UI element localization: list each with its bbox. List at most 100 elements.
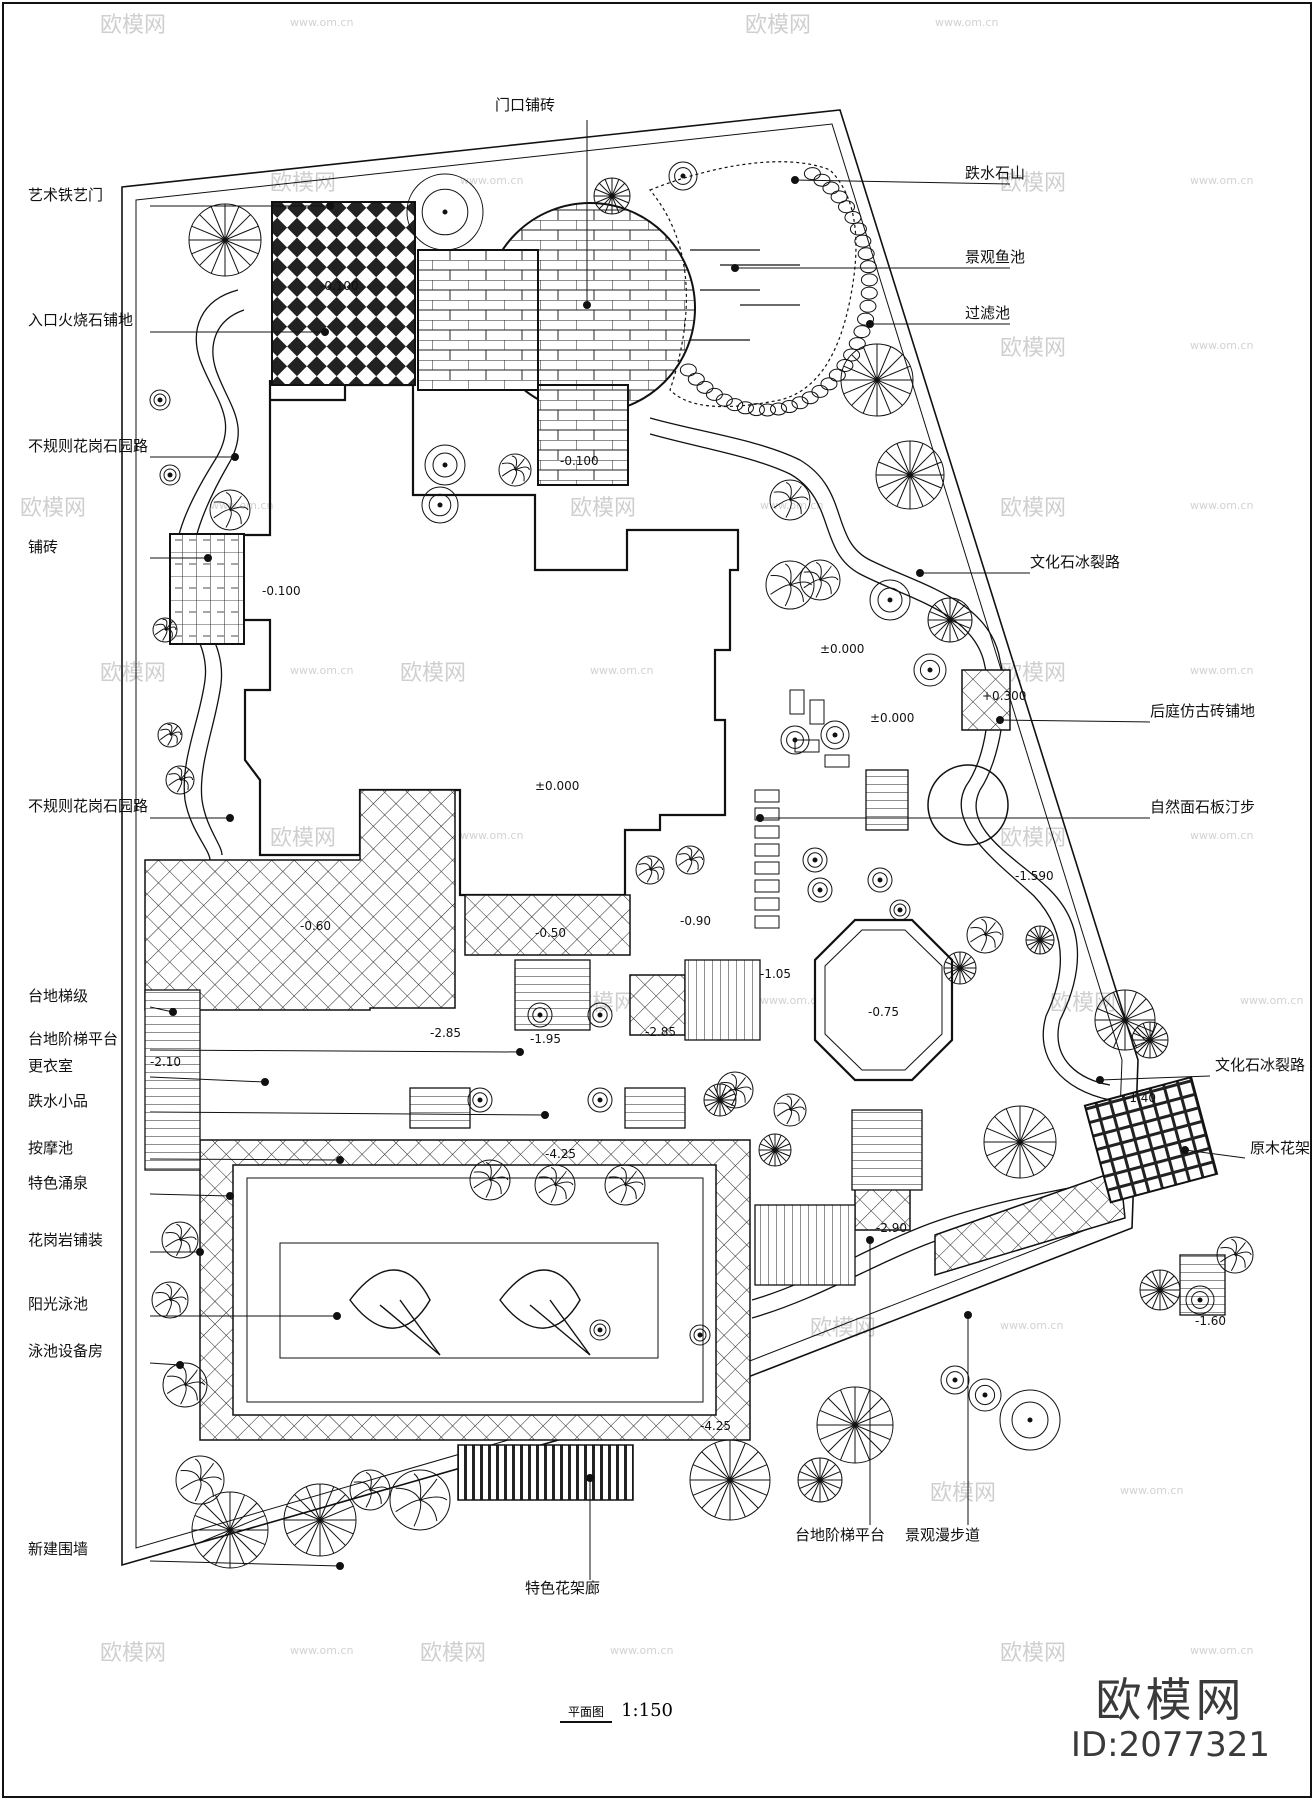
entrance-brick-courtyard (417, 202, 696, 486)
tree-symbol (820, 720, 850, 750)
tree-symbol (943, 951, 977, 985)
tree-symbol (840, 343, 914, 417)
watermark-url-tile: www.om.cn (610, 1644, 673, 1657)
tree-symbol (769, 479, 811, 521)
tree-symbol (165, 765, 195, 795)
label-granite-paving: 花岗岩铺装 (28, 1231, 103, 1249)
watermark-url-tile: www.om.cn (290, 1644, 353, 1657)
watermark-url-tile: www.om.cn (460, 174, 523, 187)
level-mark: ±0.000 (535, 779, 579, 793)
rock-symbol (836, 359, 854, 373)
left-labels: 艺术铁艺门 入口火烧石铺地 不规则花岗石园路 铺砖 不规则花岗石园路 台地梯级 … (28, 186, 148, 1558)
tree-symbol (498, 453, 532, 487)
rock-symbol (848, 337, 866, 351)
rock-symbol (859, 299, 877, 313)
watermark-url-tile: www.om.cn (1240, 994, 1303, 1007)
rock-symbol (780, 400, 798, 414)
label-entrance-brick: 门口铺砖 (495, 96, 555, 114)
watermark-brand-tile: 欧模网 (930, 1481, 996, 1506)
watermark-brand-tile: 欧模网 (1000, 661, 1066, 686)
tree-symbol (209, 489, 251, 531)
level-mark: ±0.000 (870, 711, 914, 725)
tree-symbol (689, 1439, 771, 1521)
rock-symbol (837, 200, 855, 214)
watermark-brand-tile: 欧模网 (1000, 826, 1066, 851)
octagon-pavilion (813, 918, 954, 1082)
tree-symbol (807, 877, 833, 903)
watermark-url-tile: www.om.cn (290, 664, 353, 677)
tree-symbol (162, 1362, 208, 1408)
level-mark: -0.75 (868, 1005, 899, 1019)
tree-symbol (149, 389, 171, 411)
label-rear-court-tiles: 后庭仿古砖铺地 (1150, 702, 1255, 720)
watermark-url-tile: www.om.cn (1190, 1644, 1253, 1657)
feature-pergola (457, 1444, 634, 1501)
tree-symbol (604, 1164, 646, 1206)
watermark-url-tile: www.om.cn (935, 16, 998, 29)
label-sun-pool: 阳光泳池 (28, 1295, 88, 1313)
tree-symbol (869, 579, 911, 621)
tree-symbol (593, 177, 631, 215)
level-mark: -0.100 (262, 584, 301, 598)
tree-symbol (675, 845, 705, 875)
drawing-title-block: 平面图 1:150 (560, 1700, 673, 1723)
label-filter-pool: 过滤池 (965, 304, 1010, 322)
level-mark: -2.85 (645, 1025, 676, 1039)
watermark-brand-tile: 欧模网 (400, 661, 466, 686)
fish-motifs (349, 1269, 591, 1356)
watermark-brand-tile: 欧模网 (1000, 171, 1066, 196)
planting (149, 161, 1254, 1569)
right-labels: 跌水石山 景观鱼池 过滤池 文化石冰裂路 后庭仿古砖铺地 自然面石板汀步 文化石… (965, 164, 1310, 1157)
tree-symbol (587, 1002, 613, 1028)
rear-circular-terrace (927, 764, 1009, 846)
label-fish-pond: 景观鱼池 (965, 248, 1025, 266)
watermark-url-tile: www.om.cn (460, 829, 523, 842)
tree-symbol (999, 1389, 1061, 1451)
label-granite-path-2: 不规则花岗石园路 (28, 797, 148, 815)
label-feature-pergola: 特色花架廊 (525, 1579, 600, 1597)
level-mark: -4.25 (700, 1419, 731, 1433)
tree-symbol (191, 1491, 269, 1569)
rock-symbol (857, 312, 875, 326)
tree-symbol (968, 1378, 1002, 1412)
label-culture-stone-path-2: 文化石冰裂路 (1215, 1056, 1305, 1074)
watermark-brand-tile: 欧模网 (270, 171, 336, 196)
watermark-brand-tile: 欧模网 (100, 661, 166, 686)
rock-symbol (705, 387, 723, 401)
leader-lines (149, 120, 1246, 1580)
tree-symbol (716, 1071, 754, 1109)
tree-symbol (1131, 1021, 1169, 1059)
house-outline (238, 380, 740, 897)
label-water-feature: 跌水小品 (28, 1092, 88, 1110)
label-terrace-steps: 台地梯级 (28, 987, 88, 1005)
tree-symbol (635, 855, 665, 885)
tree-symbol (406, 173, 484, 251)
tree-symbol (802, 847, 828, 873)
rock-symbol (860, 286, 878, 300)
tree-symbol (157, 722, 183, 748)
tree-symbol (758, 1133, 792, 1167)
watermark-brand-tile: 欧模网 (810, 1316, 876, 1341)
label-granite-path-1: 不规则花岗石园路 (28, 437, 148, 455)
label-terrace-platform: 台地阶梯平台 (28, 1030, 118, 1048)
watermark-url-tile: www.om.cn (1190, 174, 1253, 187)
top-labels: 门口铺砖 (495, 96, 555, 114)
watermark-url-tile: www.om.cn (1000, 1319, 1063, 1332)
tree-symbol (151, 1281, 189, 1319)
watermark-brand-tile: 欧模网 (1000, 336, 1066, 361)
tree-symbol (668, 161, 698, 191)
watermark-url-tile: www.om.cn (290, 16, 353, 29)
level-mark: -2.90 (876, 1221, 907, 1235)
entrance-stone-paving (271, 201, 416, 386)
label-stone-stepping: 自然面石板汀步 (1150, 798, 1255, 816)
watermark-url-tile: www.om.cn (1190, 664, 1253, 677)
watermark-brand: 欧模网 (1095, 1673, 1246, 1727)
level-mark: -0.100 (320, 279, 359, 293)
tree-symbol (1139, 1269, 1181, 1311)
tree-symbol (867, 867, 893, 893)
level-mark: -0.50 (535, 926, 566, 940)
stepping-stones (754, 689, 850, 929)
watermark-url-tile: www.om.cn (210, 499, 273, 512)
tree-symbol (797, 1457, 843, 1503)
